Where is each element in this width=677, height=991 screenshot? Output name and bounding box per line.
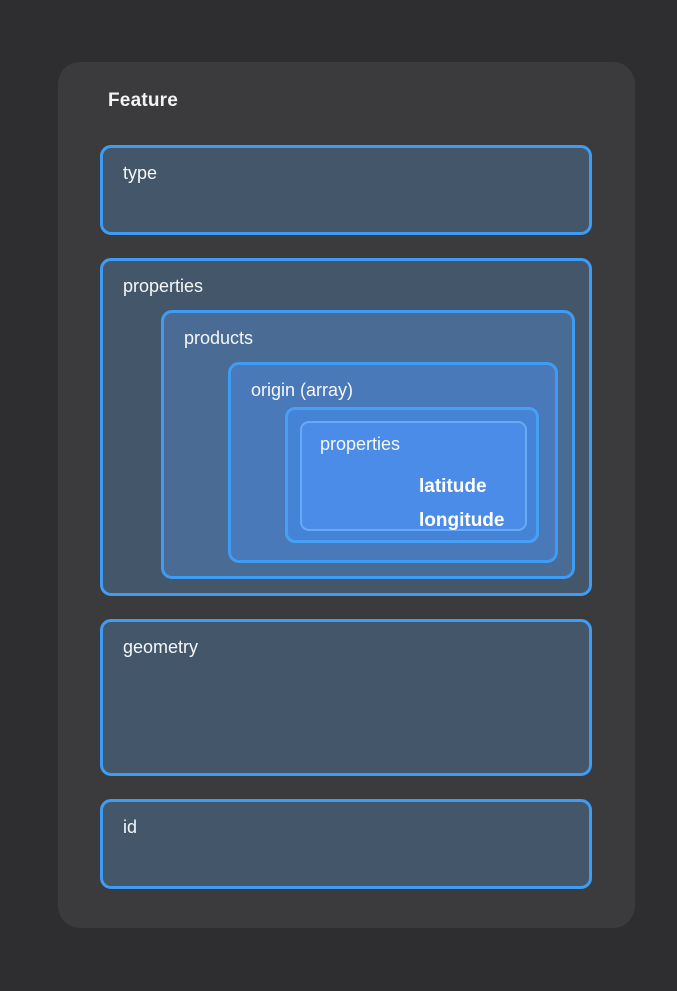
properties-box: properties products origin (array) prope…	[100, 258, 592, 596]
geometry-box: geometry	[100, 619, 592, 776]
products-box: products origin (array) properties latit…	[161, 310, 575, 579]
properties-box-label: properties	[123, 276, 204, 296]
origin-array-box: origin (array) properties latitude longi…	[228, 362, 558, 563]
feature-card: Feature type properties products origin …	[58, 62, 635, 928]
type-box-label: type	[123, 163, 158, 183]
type-box: type	[100, 145, 592, 235]
origin-array-box-label: origin (array)	[251, 380, 354, 400]
inner-properties-box: properties latitude longitude	[300, 421, 527, 531]
products-box-label: products	[184, 328, 254, 348]
feature-title: Feature	[108, 90, 179, 111]
id-box: id	[100, 799, 592, 889]
inner-properties-box-label: properties	[320, 434, 401, 454]
origin-array-item-box: properties latitude longitude	[285, 407, 539, 543]
coordinate-fields: latitude longitude	[419, 470, 504, 538]
geometry-box-label: geometry	[123, 637, 199, 657]
id-box-label: id	[123, 817, 138, 837]
latitude-field-label: latitude	[419, 476, 487, 497]
longitude-field-label: longitude	[419, 510, 505, 531]
